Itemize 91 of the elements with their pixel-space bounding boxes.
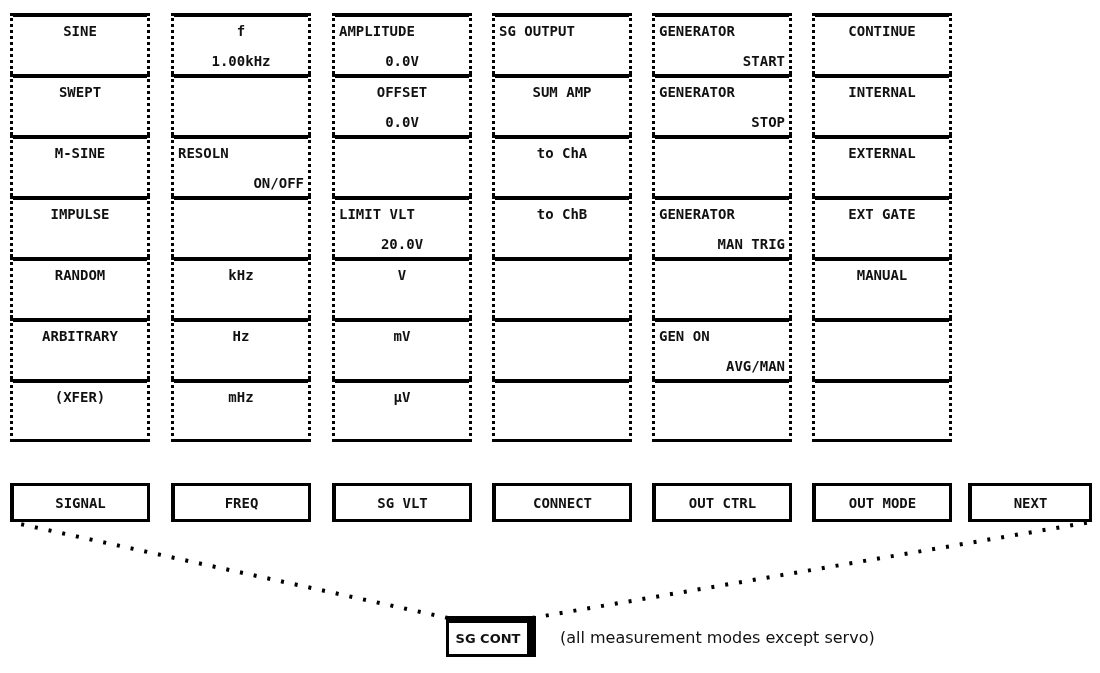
menu-label: SINE — [62, 22, 98, 40]
menu-label: GENERATOR — [659, 22, 736, 40]
menu-cell — [812, 74, 952, 135]
empty-menu-cell — [812, 379, 952, 442]
menu-label: INTERNAL — [847, 83, 917, 101]
menu-label: SG OUTPUT — [499, 22, 576, 40]
menu-cell — [812, 13, 952, 74]
empty-menu-cell — [492, 257, 632, 318]
softkey: CONNECT — [492, 483, 632, 522]
menu-cell — [492, 135, 632, 196]
menu-cell — [171, 257, 311, 318]
menu-cell — [10, 13, 150, 74]
menu-label: AVG/MAN — [725, 357, 785, 375]
menu-cell — [10, 135, 150, 196]
menu-cell — [10, 379, 150, 442]
menu-label: ON/OFF — [252, 174, 304, 192]
menu-label: CONTINUE — [847, 22, 917, 40]
menu-cell — [10, 74, 150, 135]
menu-label: GENERATOR — [659, 205, 736, 223]
menu-cell — [332, 196, 472, 257]
menu-label: OFFSET — [375, 83, 429, 101]
menu-label: to ChB — [535, 205, 589, 223]
menu-label: M-SINE — [53, 144, 107, 162]
menu-cell — [652, 196, 792, 257]
menu-cell — [10, 318, 150, 379]
menu-cell — [332, 379, 472, 442]
menu-cell — [492, 74, 632, 135]
menu-cell — [652, 318, 792, 379]
empty-menu-cell — [652, 135, 792, 196]
menu-label: MAN TRIG — [716, 235, 785, 253]
menu-cell — [812, 135, 952, 196]
menu-label: START — [741, 52, 785, 70]
softkey: OUT MODE — [812, 483, 952, 522]
hard-key: SG CONT — [446, 616, 536, 657]
menu-cell — [652, 13, 792, 74]
empty-menu-cell — [652, 379, 792, 442]
menu-label: AMPLITUDE — [339, 22, 416, 40]
menu-label: Hz — [231, 327, 251, 345]
menu-label: EXTERNAL — [847, 144, 917, 162]
softkey: SIGNAL — [10, 483, 150, 522]
menu-cell — [171, 318, 311, 379]
menu-label: (XFER) — [53, 388, 107, 406]
menu-cell — [332, 74, 472, 135]
menu-label: MANUAL — [855, 266, 909, 284]
menu-label: kHz — [227, 266, 255, 284]
menu-label: ARBITRARY — [41, 327, 119, 345]
empty-menu-cell — [492, 379, 632, 442]
menu-label: GENERATOR — [659, 83, 736, 101]
menu-cell — [492, 196, 632, 257]
menu-label: SUM AMP — [531, 83, 593, 101]
empty-menu-cell — [171, 74, 311, 135]
menu-cell — [332, 318, 472, 379]
menu-label: 20.0V — [379, 235, 425, 253]
softkey: NEXT — [968, 483, 1092, 522]
menu-cell — [332, 257, 472, 318]
menu-cell — [492, 13, 632, 74]
empty-menu-cell — [492, 318, 632, 379]
menu-label: μV — [392, 388, 412, 406]
menu-label: mV — [392, 327, 412, 345]
menu-cell — [332, 13, 472, 74]
menu-label: to ChA — [535, 144, 589, 162]
menu-label: V — [396, 266, 408, 284]
softkey: FREQ — [171, 483, 311, 522]
menu-label: mHz — [227, 388, 255, 406]
empty-menu-cell — [812, 318, 952, 379]
menu-cell — [812, 257, 952, 318]
empty-menu-cell — [171, 196, 311, 257]
menu-label: 0.0V — [384, 113, 420, 131]
menu-label: 1.00kHz — [210, 52, 272, 70]
empty-menu-cell — [332, 135, 472, 196]
menu-label: RANDOM — [53, 266, 107, 284]
menu-label: IMPULSE — [49, 205, 111, 223]
menu-label: SWEPT — [57, 83, 103, 101]
menu-cell — [652, 74, 792, 135]
menu-label: 0.0V — [384, 52, 420, 70]
menu-label: f — [235, 22, 247, 40]
menu-cell — [812, 196, 952, 257]
menu-label: EXT GATE — [847, 205, 917, 223]
menu-cell — [171, 379, 311, 442]
note-text: (all measurement modes except servo) — [560, 628, 875, 647]
menu-label: RESOLN — [178, 144, 230, 162]
empty-menu-cell — [652, 257, 792, 318]
menu-label: STOP — [750, 113, 785, 131]
softkey: OUT CTRL — [652, 483, 792, 522]
menu-cell — [10, 257, 150, 318]
menu-cell — [171, 13, 311, 74]
menu-cell — [171, 135, 311, 196]
menu-label: LIMIT VLT — [339, 205, 416, 223]
menu-cell — [10, 196, 150, 257]
softkey: SG VLT — [332, 483, 472, 522]
menu-label: GEN ON — [659, 327, 711, 345]
